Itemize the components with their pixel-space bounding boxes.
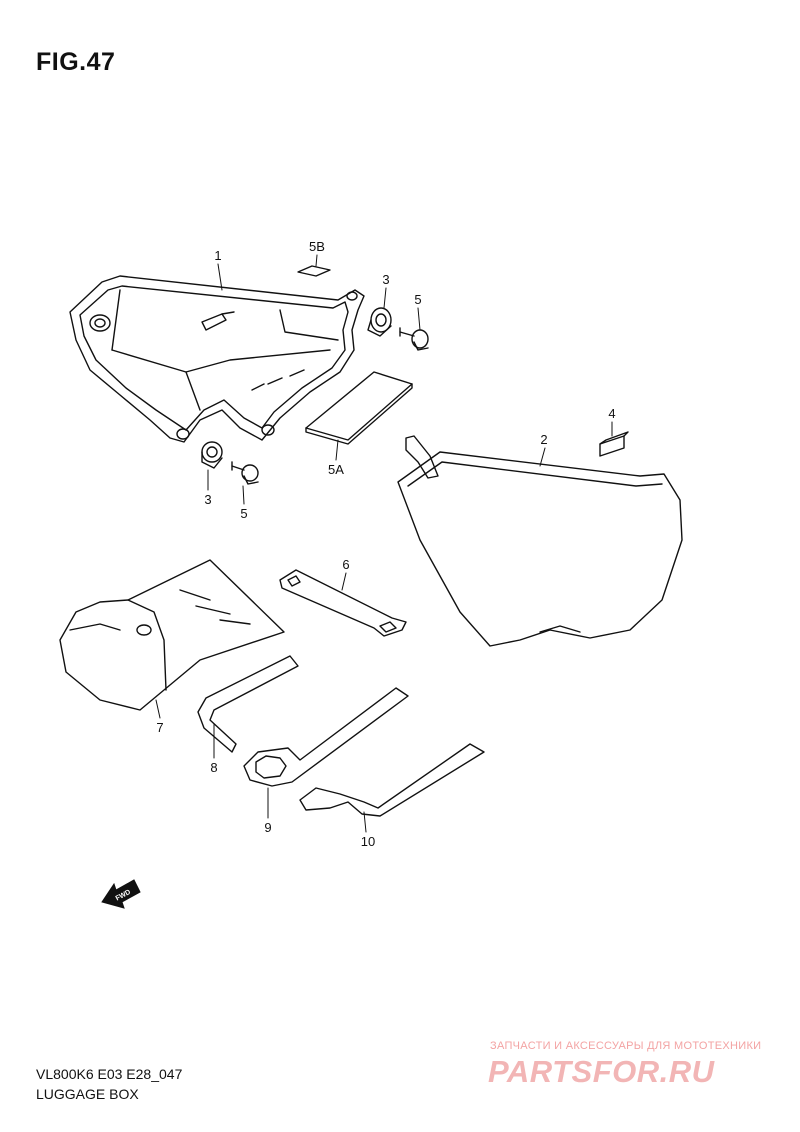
- tool-bag-part-7: [59, 559, 285, 711]
- fwd-arrow-icon: FWD: [101, 879, 141, 909]
- hex-wrench-part-8: [197, 655, 299, 753]
- grommet-part-3-lower: [201, 441, 223, 469]
- callout-4: 4: [608, 406, 615, 421]
- section-name: LUGGAGE BOX: [36, 1086, 139, 1102]
- luggage-box-part-1: [69, 275, 365, 443]
- frame-cover-part-2: [397, 435, 683, 647]
- strap-part-6: [279, 569, 407, 637]
- screw-part-5-lower: [231, 461, 259, 485]
- model-code: VL800K6 E03 E28_047: [36, 1066, 183, 1082]
- watermark-tagline: ЗАПЧАСТИ И АКСЕССУАРЫ ДЛЯ МОТОТЕХНИКИ: [490, 1040, 762, 1052]
- watermark-logo: PARTSFOR.RU: [488, 1054, 715, 1089]
- callout-8: 8: [210, 760, 217, 775]
- callout-labels: 1 5B 3 5 5A 3 5 4 2 6 7 8 9 10: [156, 239, 615, 849]
- callout-1: 1: [214, 248, 221, 263]
- callout-7: 7: [156, 720, 163, 735]
- callout-3-lower: 3: [204, 492, 211, 507]
- callout-5A: 5A: [328, 462, 344, 477]
- grommet-part-3-upper: [367, 307, 392, 337]
- hook-wrench-part-10: [299, 743, 485, 817]
- leader-lines: [155, 254, 613, 833]
- callout-10: 10: [361, 834, 375, 849]
- callout-9: 9: [264, 820, 271, 835]
- box-wrench-part-9: [243, 687, 409, 787]
- pad-part-5A: [305, 371, 413, 445]
- callout-5B: 5B: [309, 239, 325, 254]
- pad-part-5B: [297, 265, 331, 277]
- callout-2: 2: [540, 432, 547, 447]
- pad-part-4: [599, 431, 629, 457]
- screw-part-5-upper: [399, 327, 429, 351]
- figure-title: FIG.47: [36, 48, 116, 76]
- callout-3-upper: 3: [382, 272, 389, 287]
- callout-5-lower: 5: [240, 506, 247, 521]
- callout-6: 6: [342, 557, 349, 572]
- callout-5-upper: 5: [414, 292, 421, 307]
